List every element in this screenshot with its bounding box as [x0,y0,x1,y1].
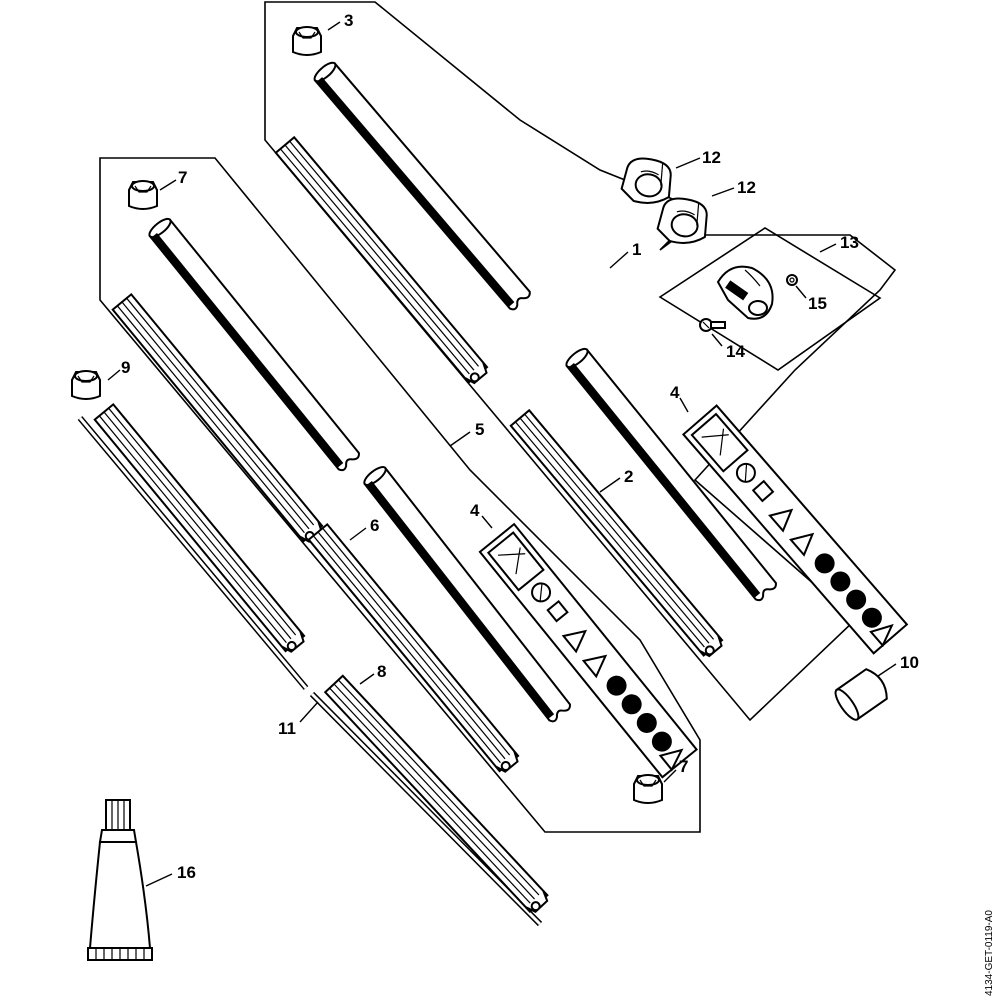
callout-11: 11 [278,719,296,738]
tube-upper-1 [312,60,532,312]
callout-4-right: 4 [670,383,680,402]
callout-4-left: 4 [470,501,480,520]
leader-lines [107,21,897,887]
shaft-rail-9 [93,403,308,656]
callout-2: 2 [624,467,633,486]
callout-15: 15 [808,294,827,313]
screw-14 [699,318,726,332]
assembly-frame-1 [264,1,897,722]
rod-11a [77,416,309,690]
callout-16: 16 [177,863,196,882]
tube-upper-5 [147,216,361,472]
end-cap-10 [834,668,888,721]
callout-14: 14 [726,342,745,361]
callout-13: 13 [840,233,859,252]
callout-3: 3 [344,11,353,30]
callout-12-lower: 12 [737,178,756,197]
assembly-frame-13 [658,227,882,371]
callout-1: 1 [632,240,641,259]
callout-5: 5 [475,420,484,439]
nut-15 [786,274,798,286]
handle-13 [716,265,774,320]
shaft-rail-5 [111,293,326,546]
callout-9: 9 [121,358,130,377]
callout-8: 8 [377,662,386,681]
document-code: 4134-GET-0119-A0 [984,910,995,996]
shaft-rail-1 [274,136,491,387]
clamp-12b [654,194,712,249]
bushing-7-upper [128,180,158,210]
callout-7-upper: 7 [178,168,187,187]
shaft-rail-8 [324,674,552,916]
callout-10: 10 [900,653,919,672]
callout-6: 6 [370,516,379,535]
rod-11b [309,691,543,927]
callout-7-lower: 7 [679,757,688,776]
assembly-frame-5 [99,157,701,833]
bushing-9 [71,370,101,400]
bushing-3 [292,26,322,56]
callout-12-upper: 12 [702,148,721,167]
grease-tube-16 [87,799,153,961]
bushing-7-lower [633,774,663,804]
clamp-12a [618,154,676,209]
